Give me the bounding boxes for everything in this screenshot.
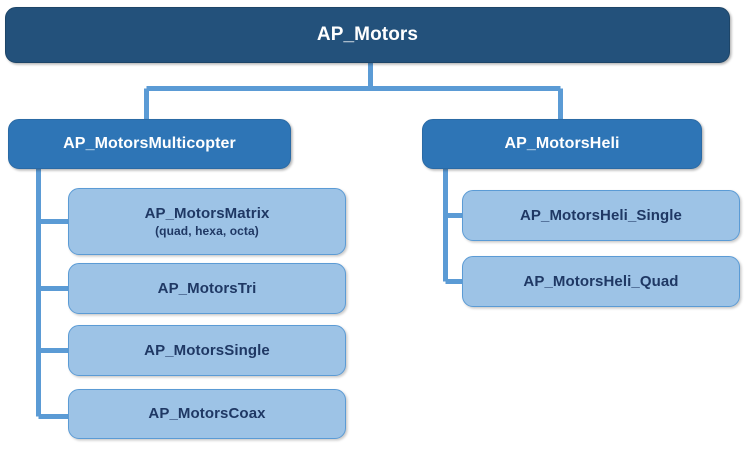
node-label: AP_MotorsHeli_Quad <box>523 272 679 290</box>
node-ap-motors-single[interactable]: AP_MotorsSingle <box>68 325 346 376</box>
node-ap-motors-heli-single[interactable]: AP_MotorsHeli_Single <box>462 190 740 241</box>
node-ap-motors-coax[interactable]: AP_MotorsCoax <box>68 389 346 439</box>
node-label: AP_MotorsCoax <box>148 405 266 423</box>
node-label: AP_MotorsHeli <box>504 134 620 152</box>
node-ap-motors-matrix[interactable]: AP_MotorsMatrix (quad, hexa, octa) <box>68 188 346 255</box>
node-label: AP_MotorsTri <box>157 279 257 297</box>
node-label: AP_Motors <box>316 23 419 45</box>
node-ap-motors-multicopter[interactable]: AP_MotorsMulticopter <box>8 119 291 169</box>
node-ap-motors-heli[interactable]: AP_MotorsHeli <box>422 119 702 169</box>
node-label: AP_MotorsHeli_Single <box>519 206 683 224</box>
node-label: AP_MotorsMatrix <box>144 205 270 223</box>
node-sublabel: (quad, hexa, octa) <box>155 223 259 238</box>
node-label: AP_MotorsSingle <box>144 341 270 359</box>
node-ap-motors-tri[interactable]: AP_MotorsTri <box>68 263 346 314</box>
node-label: AP_MotorsMulticopter <box>63 134 236 152</box>
node-ap-motors[interactable]: AP_Motors <box>5 7 730 63</box>
node-ap-motors-heli-quad[interactable]: AP_MotorsHeli_Quad <box>462 256 740 307</box>
